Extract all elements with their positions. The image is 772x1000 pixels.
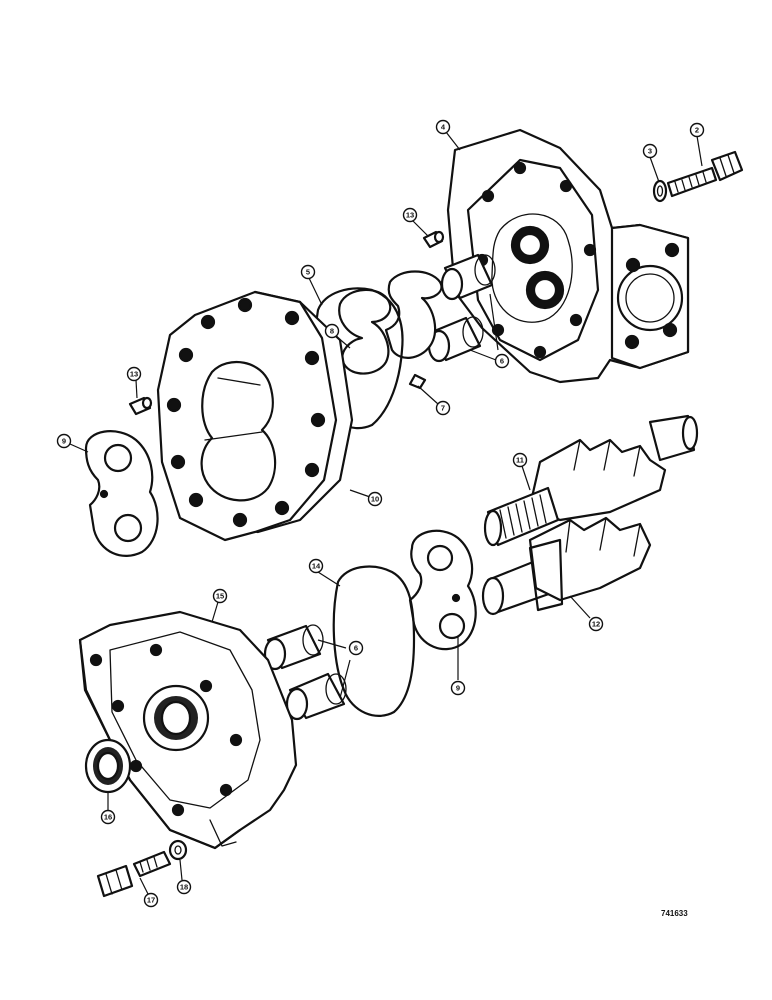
callout-13-lower-label: 13 (130, 370, 138, 379)
callout-10-label: 10 (371, 495, 379, 504)
bushing-lower-1 (263, 624, 324, 671)
callout-13-upper-label: 13 (406, 211, 414, 220)
callout-9-upper: 9 (56, 433, 72, 449)
callout-9-lower: 9 (450, 680, 466, 696)
drawing-reference-number: 741633 (661, 909, 688, 918)
front-housing (78, 610, 298, 850)
callout-6-lower: 6 (348, 640, 364, 656)
callout-14: 14 (308, 558, 324, 574)
leader-lines (69, 131, 703, 895)
callout-15-label: 15 (216, 592, 224, 601)
cap-screw-rear (666, 150, 744, 198)
callout-13-lower: 13 (126, 366, 142, 382)
cap-screw-front (96, 850, 172, 898)
washer-rear (652, 179, 668, 203)
callout-6-upper-label: 6 (500, 357, 504, 366)
seal (338, 288, 392, 375)
callout-15: 15 (212, 588, 228, 604)
driven-gear-shaft (481, 516, 652, 616)
rear-housing (446, 128, 690, 384)
callout-11-label: 11 (516, 456, 524, 465)
callout-7-label: 7 (441, 404, 445, 413)
callout-16: 16 (100, 809, 116, 825)
callout-6-lower-label: 6 (354, 644, 358, 653)
callout-3-label: 3 (648, 147, 652, 156)
callout-9-lower-label: 9 (456, 684, 460, 693)
callout-2-label: 2 (695, 126, 699, 135)
wear-plate-right (408, 529, 477, 651)
bushing-upper-1 (440, 253, 496, 301)
ring-gasket-lower (332, 565, 416, 717)
callout-4: 4 (435, 119, 451, 135)
callout-18-label: 18 (180, 883, 188, 892)
callout-18: 18 (176, 879, 192, 895)
oil-seal (84, 738, 132, 794)
wear-plate-left (84, 430, 159, 557)
drive-gear-shaft (483, 414, 699, 547)
dowel-pin-upper (422, 230, 445, 249)
bushing-upper-2 (427, 316, 484, 363)
callout-13-upper: 13 (402, 207, 418, 223)
callout-9-upper-label: 9 (62, 437, 66, 446)
callout-4-label: 4 (441, 123, 446, 132)
gear-housing-body (156, 290, 354, 542)
washer-front (168, 839, 188, 861)
callout-2: 2 (689, 122, 705, 138)
callout-7: 7 (435, 400, 451, 416)
callout-11: 11 (512, 452, 528, 468)
callout-3: 3 (642, 143, 658, 159)
callout-14-label: 14 (312, 562, 321, 571)
dowel-pin-lower (128, 396, 153, 416)
callout-12: 12 (588, 616, 604, 632)
callout-8-label: 8 (330, 327, 334, 336)
callout-17: 17 (143, 892, 159, 908)
callout-8: 8 (324, 323, 340, 339)
callout-10: 10 (367, 491, 383, 507)
callout-5-label: 5 (306, 268, 310, 277)
callout-17-label: 17 (147, 896, 155, 905)
callout-16-label: 16 (104, 813, 112, 822)
callout-5: 5 (300, 264, 316, 280)
callout-6-upper: 6 (494, 353, 510, 369)
bushing-lower-2 (285, 672, 347, 721)
backup-gasket (384, 270, 443, 390)
callout-12-label: 12 (592, 620, 600, 629)
